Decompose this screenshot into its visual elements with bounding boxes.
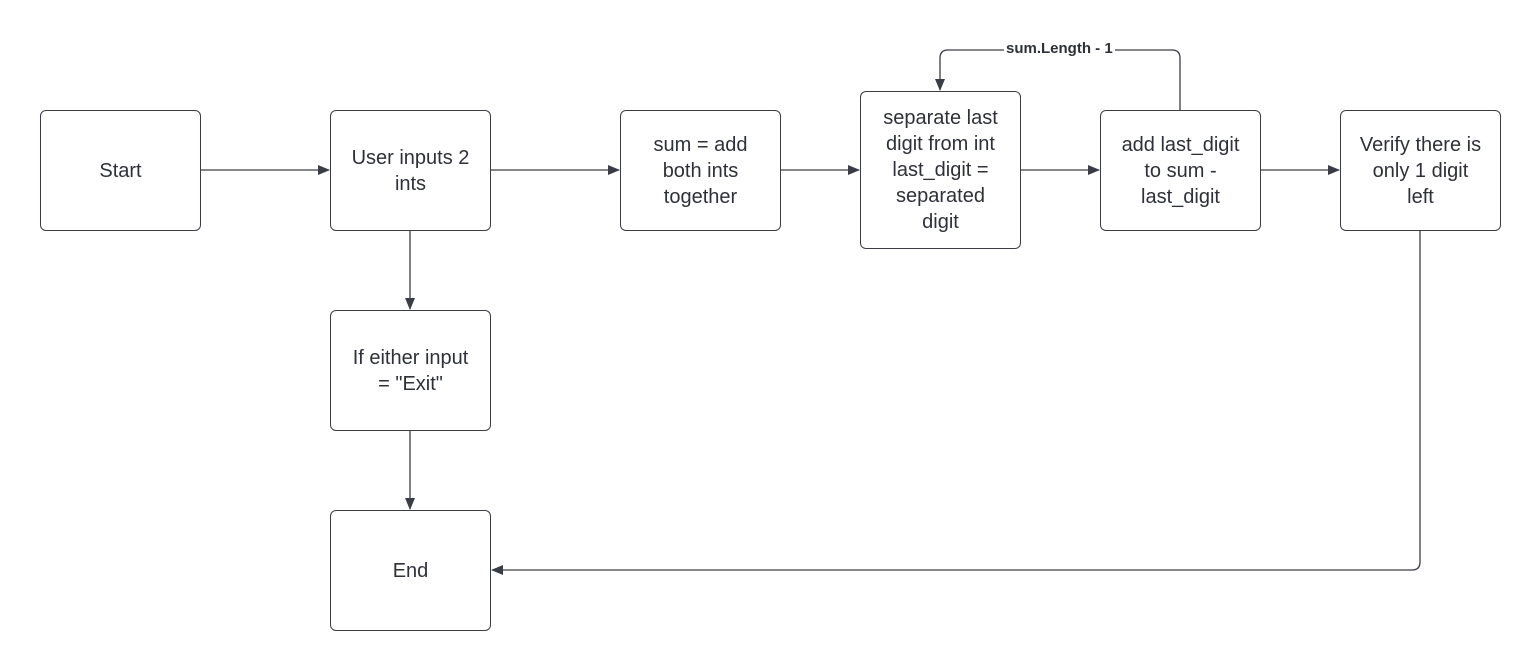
verify-node[interactable]: Verify there is only 1 digit left [1340, 110, 1501, 231]
sum-node-label: sum = add both ints together [653, 133, 748, 208]
sum-node[interactable]: sum = add both ints together [620, 110, 781, 231]
start-node-label: Start [99, 159, 142, 182]
start-node[interactable]: Start [40, 110, 201, 231]
separate-digit-node-label: separate last digit from int last_digit … [883, 107, 998, 233]
add-digit-node-label: add last_digit to sum - last_digit [1121, 133, 1240, 208]
add-digit-node[interactable]: add last_digit to sum - last_digit [1100, 110, 1261, 231]
user-input-node-label: User inputs 2 ints [351, 146, 470, 195]
loop-edge-label: sum.Length - 1 [1004, 39, 1115, 59]
exit-check-node[interactable]: If either input = "Exit" [330, 310, 491, 431]
user-input-node[interactable]: User inputs 2 ints [330, 110, 491, 231]
exit-check-node-label: If either input = "Exit" [352, 346, 469, 395]
verify-node-label: Verify there is only 1 digit left [1359, 133, 1482, 208]
end-node[interactable]: End [330, 510, 491, 631]
end-node-label: End [392, 559, 429, 582]
separate-digit-node[interactable]: separate last digit from int last_digit … [860, 91, 1021, 249]
arrow-verify-to-end [491, 231, 1421, 575]
